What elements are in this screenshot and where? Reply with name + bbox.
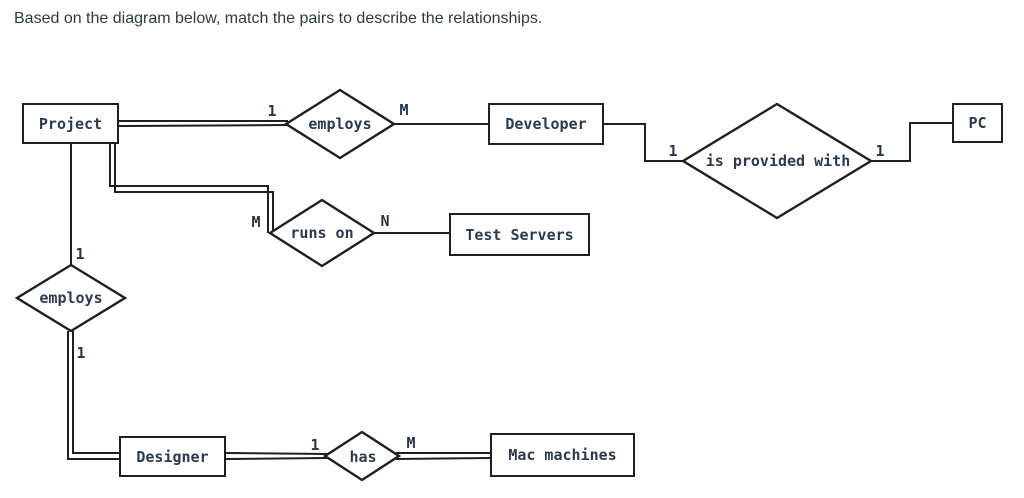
cardinality-project-employs2: 1 xyxy=(75,245,85,263)
entity-test-servers: Test Servers xyxy=(449,213,590,256)
connector-project-runson-line1 xyxy=(109,144,269,233)
cardinality-employs-developer: M xyxy=(399,101,409,119)
entity-project-label: Project xyxy=(38,114,103,133)
relationship-label-employs-developer: employs xyxy=(308,115,372,133)
connector-designer-has-line2 xyxy=(225,457,329,460)
entity-designer-label: Designer xyxy=(136,447,209,466)
question-prompt: Based on the diagram below, match the pa… xyxy=(14,10,543,27)
cardinality-runson-testservers: N xyxy=(380,212,390,230)
relationship-label-has: has xyxy=(349,448,377,466)
cardinality-has-macmachines: M xyxy=(406,434,416,452)
cardinality-employs2-designer: 1 xyxy=(76,344,86,362)
cardinality-project-employs: 1 xyxy=(267,102,277,120)
entity-mac-machines: Mac machines xyxy=(490,433,635,477)
entity-designer: Designer xyxy=(119,436,226,477)
relationship-diamond-employs-designer xyxy=(14,263,128,333)
relationship-diamond-is-provided-with xyxy=(680,102,874,220)
connector-developer-isprovidedwith xyxy=(604,123,683,162)
connector-employs2-designer-line2 xyxy=(72,331,119,454)
entity-pc: PC xyxy=(952,103,1003,143)
cardinality-isprovided-pc: 1 xyxy=(875,142,885,160)
entity-developer: Developer xyxy=(488,103,604,145)
connector-isprovidedwith-pc xyxy=(871,122,952,162)
connector-designer-has-line1 xyxy=(225,452,329,455)
connector-has-macmachines-line2 xyxy=(395,457,491,460)
cardinality-designer-has: 1 xyxy=(310,436,320,454)
relationship-diamond-has xyxy=(322,430,402,482)
entity-pc-label: PC xyxy=(968,114,987,132)
relationship-label-is-provided-with: is provided with xyxy=(705,152,851,170)
cardinality-developer-isprovided: 1 xyxy=(668,142,678,160)
entity-project: Project xyxy=(22,103,119,144)
connector-project-runson-line2 xyxy=(114,144,274,233)
entity-developer-label: Developer xyxy=(505,115,587,133)
connector-employs2-designer-line1 xyxy=(67,331,119,460)
entity-mac-machines-label: Mac machines xyxy=(508,446,617,464)
relationship-label-employs-designer: employs xyxy=(39,289,103,307)
connector-project-employs-line2 xyxy=(118,124,289,127)
relationship-diamond-employs-developer xyxy=(283,88,397,160)
relationship-label-runs-on: runs on xyxy=(290,224,354,242)
relationship-diamond-runs-on xyxy=(267,198,377,268)
entity-test-servers-label: Test Servers xyxy=(465,225,574,244)
cardinality-project-runson: M xyxy=(251,213,261,231)
